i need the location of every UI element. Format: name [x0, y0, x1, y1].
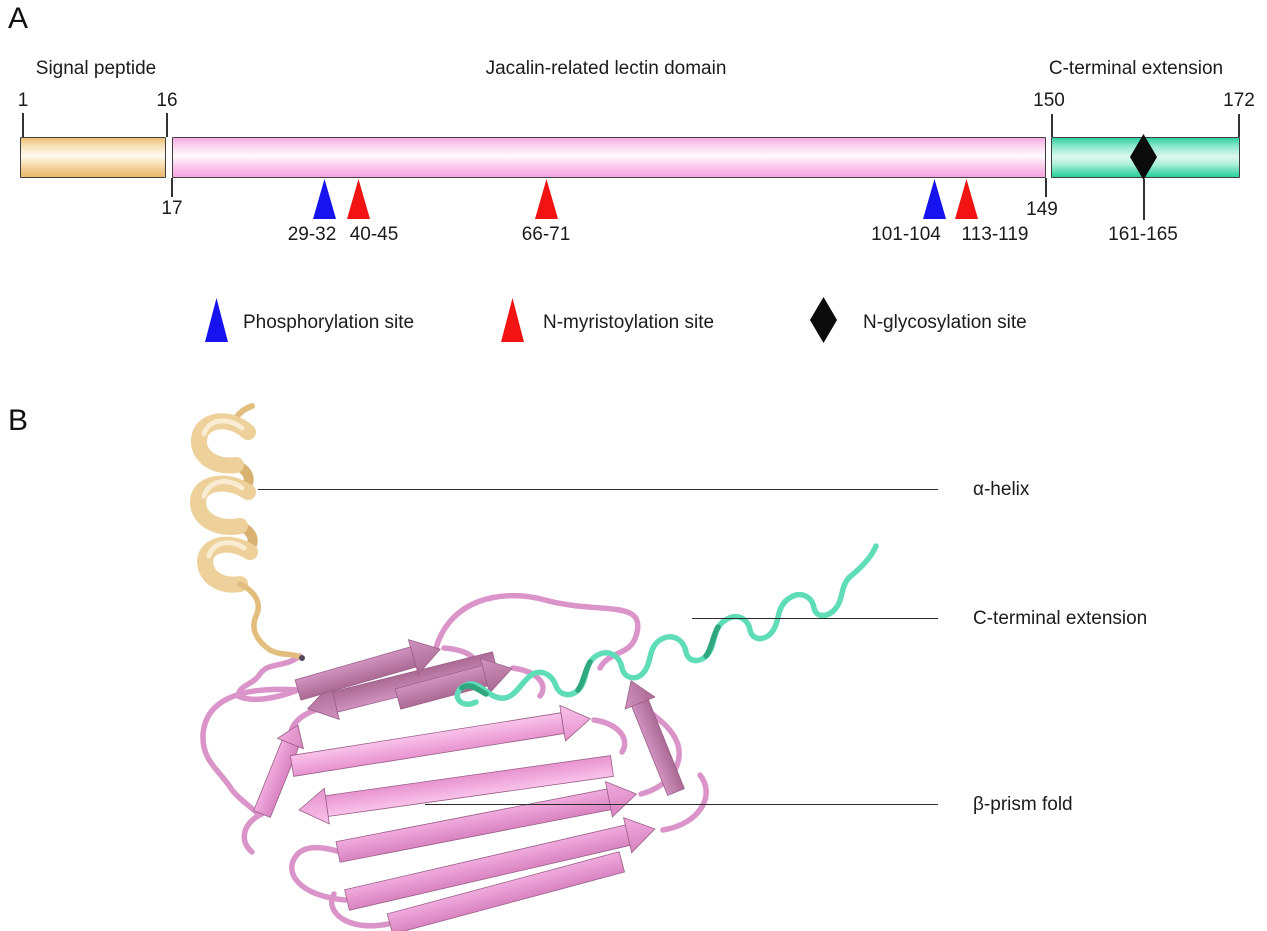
- helix-to-domain-coil: [237, 581, 303, 660]
- site-marker-phosphorylation-101-104: [923, 179, 946, 219]
- legend-glycosylation-icon: [810, 297, 837, 343]
- annotation-beta-prism: β-prism fold: [973, 794, 1073, 815]
- tick-residue-150: [1051, 114, 1053, 137]
- site-label-113-119: 113-119: [961, 224, 1029, 245]
- panel-b-label: B: [8, 404, 29, 437]
- site-label-66-71: 66-71: [521, 224, 571, 245]
- glycosylation-stem-line: [1143, 179, 1145, 220]
- tick-residue-149: [1045, 178, 1047, 197]
- legend-myristoylation-label: N-myristoylation site: [543, 312, 715, 333]
- legend-phosphorylation-icon: [205, 298, 228, 342]
- residue-label-1: 1: [17, 90, 29, 111]
- tick-residue-16: [166, 113, 168, 137]
- site-marker-myristoylation-66-71: [535, 179, 558, 219]
- beta-prism-ribbons: [253, 639, 685, 931]
- site-label-40-45: 40-45: [349, 224, 399, 245]
- residue-label-149: 149: [1026, 199, 1058, 220]
- domain-title-signal-peptide: Signal peptide: [35, 58, 157, 79]
- site-marker-phosphorylation-29-32: [313, 179, 336, 219]
- domain-bar-lectin: [172, 137, 1046, 178]
- leader-line-beta-prism: [425, 804, 938, 806]
- domain-title-lectin: Jacalin-related lectin domain: [485, 58, 727, 79]
- residue-label-150: 150: [1033, 90, 1065, 111]
- residue-label-172: 172: [1223, 90, 1255, 111]
- site-marker-glycosylation-161-165: [1130, 134, 1157, 180]
- annotation-alpha-helix: α-helix: [973, 479, 1030, 500]
- tick-residue-17: [171, 178, 173, 197]
- legend-glycosylation-label: N-glycosylation site: [863, 312, 1027, 333]
- residue-label-17: 17: [161, 198, 183, 219]
- tick-residue-1: [22, 113, 24, 137]
- domain-title-cterm: C-terminal extension: [1048, 58, 1224, 79]
- site-label-161-165: 161-165: [1108, 224, 1178, 245]
- coil-junction-tip: [299, 655, 305, 661]
- annotation-cterm: C-terminal extension: [973, 608, 1148, 629]
- c-terminal-extension-coil: [454, 543, 879, 707]
- site-label-29-32: 29-32: [287, 224, 337, 245]
- leader-line-alpha-helix: [258, 489, 938, 491]
- legend-myristoylation-icon: [501, 298, 524, 342]
- site-label-101-104: 101-104: [871, 224, 941, 245]
- tick-residue-172: [1238, 114, 1240, 137]
- legend-phosphorylation-label: Phosphorylation site: [243, 312, 415, 333]
- site-marker-myristoylation-40-45: [347, 179, 370, 219]
- domain-bar-signal-peptide: [20, 137, 166, 178]
- residue-label-16: 16: [156, 90, 178, 111]
- site-marker-myristoylation-113-119: [955, 179, 978, 219]
- panel-a-label: A: [8, 2, 29, 35]
- leader-line-cterm: [692, 618, 938, 620]
- alpha-helix-ribbon: [189, 403, 305, 661]
